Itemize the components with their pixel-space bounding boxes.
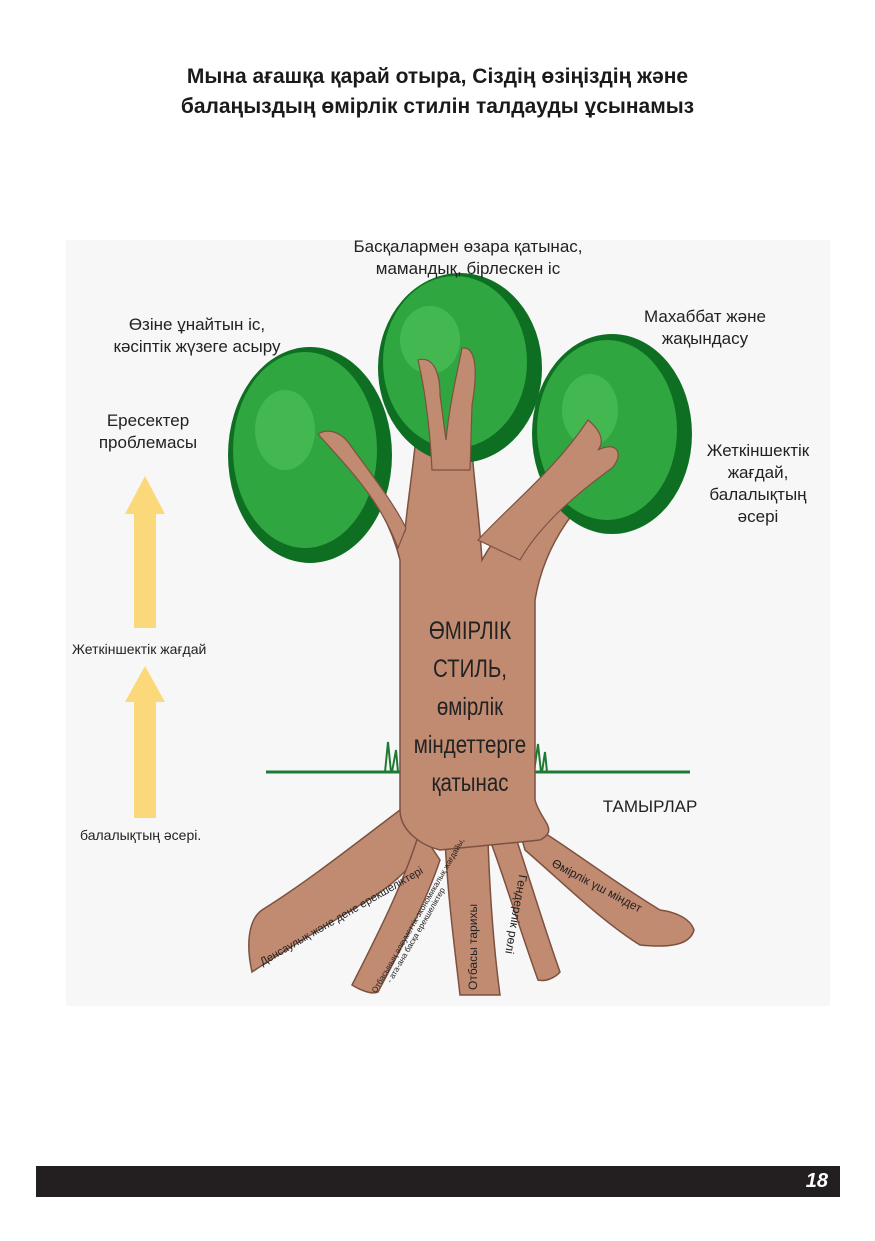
trunk-line-2: СТИЛЬ,: [432, 655, 507, 683]
crown-left-line-1: Өзіне ұнайтын іс,: [128, 315, 266, 334]
trunk-line-5: қатынас: [431, 769, 509, 797]
crown-top-line-1: Басқалармен өзара қатынас,: [353, 237, 583, 256]
roots: [248, 809, 695, 996]
page-title: Мына ағашқа қарай отыра, Сіздің өзіңізді…: [0, 62, 875, 122]
trunk-label: ӨМІРЛІК СТИЛЬ, өмірлік міндеттерге қатын…: [404, 612, 535, 802]
arrow-upper: [125, 476, 165, 628]
adult-problem-label: Ересектер проблемасы: [78, 410, 218, 454]
trunk-line-1: ӨМІРЛІК: [428, 617, 512, 645]
roots-title: ТАМЫРЛАР: [602, 797, 698, 816]
arrow-lower: [125, 666, 165, 818]
grass-right: [533, 743, 548, 773]
crown-left-label: Өзіне ұнайтын іс, кәсіптік жүзеге асыру: [82, 314, 312, 358]
tree-branches: [317, 347, 619, 561]
adult-problem-line-1: Ересектер: [106, 411, 190, 430]
adult-problem-line-2: проблемасы: [98, 433, 198, 452]
page-footer: 18: [36, 1166, 840, 1197]
teen-childhood-line-3: балалықтың: [709, 485, 807, 504]
title-line-1: Мына ағашқа қарай отыра, Сіздің өзіңізді…: [186, 65, 689, 88]
crown-right-line-2: жақындасу: [661, 329, 749, 348]
crown-right-label: Махаббат және жақындасу: [620, 306, 790, 350]
childhood-influence-label: балалықтың әсері.: [80, 827, 202, 843]
grass-left: [384, 741, 399, 773]
trunk-line-4: міндеттерге: [413, 731, 527, 759]
title-line-2: балаңыздың өмірлік стилін талдауды ұсына…: [180, 95, 695, 118]
crown-top-line-2: мамандық, бірлескен іс: [375, 259, 561, 278]
teen-childhood-line-1: Жеткіншектік: [706, 441, 810, 460]
crown-left: [228, 347, 392, 563]
trunk-line-3: өмірлік: [436, 693, 504, 721]
teen-state-label: Жеткіншектік жағдай: [72, 641, 207, 657]
teen-childhood-label: Жеткіншектік жағдай, балалықтың әсері: [688, 440, 828, 528]
teen-childhood-line-4: әсері: [737, 507, 779, 526]
crown-middle: [378, 273, 542, 463]
page-number: 18: [805, 1170, 828, 1192]
crown-right-line-1: Махаббат және: [644, 307, 766, 326]
teen-childhood-line-2: жағдай,: [727, 463, 789, 482]
root-label-family-history: Отбасы тарихы: [466, 903, 480, 990]
crown-left-line-2: кәсіптік жүзеге асыру: [113, 337, 281, 356]
crown-top-label: Басқалармен өзара қатынас, мамандық, бір…: [318, 236, 618, 280]
